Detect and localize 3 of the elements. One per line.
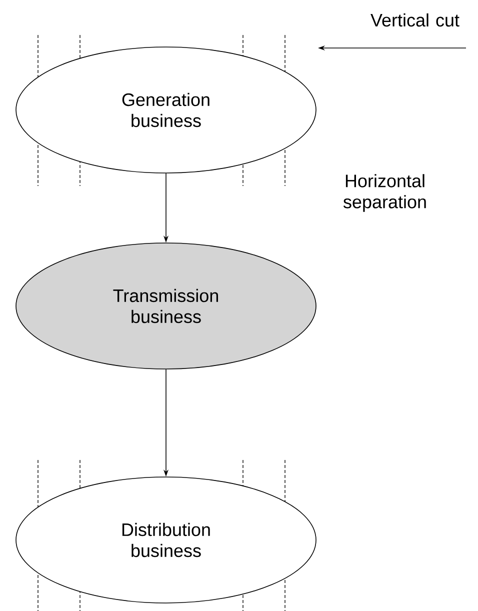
node-label: Distribution business <box>122 522 210 558</box>
annotation-text: Horizontal separation <box>343 174 426 212</box>
annotation-text: Vertical cut <box>370 13 460 27</box>
